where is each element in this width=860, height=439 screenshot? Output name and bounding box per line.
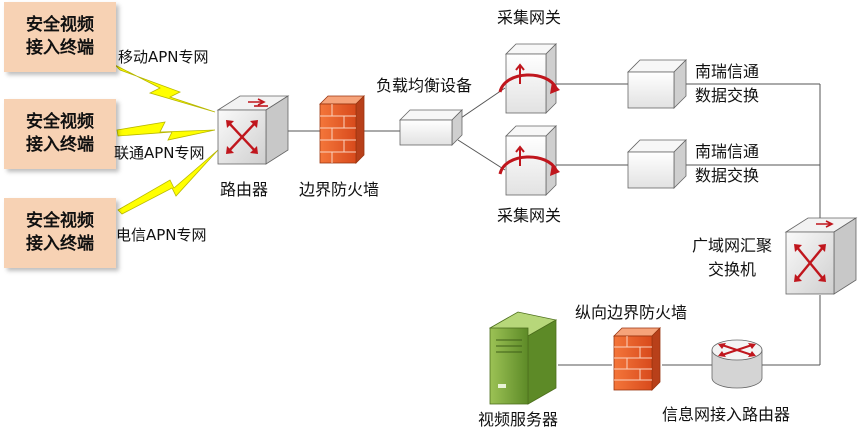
firewall-icon bbox=[319, 95, 365, 164]
vertical-firewall-label: 纵向边界防火墙 bbox=[575, 303, 688, 322]
lightning-bolt-icon bbox=[114, 64, 216, 113]
lightning-bolt-icon bbox=[117, 149, 219, 215]
data-exchange-bottom-label-line1: 南瑞信通 bbox=[695, 142, 760, 161]
gateway-top-label: 采集网关 bbox=[497, 8, 562, 27]
firewall-label: 边界防火墙 bbox=[299, 180, 380, 199]
terminal-label-line1: 安全视频 bbox=[26, 15, 94, 35]
access-router-icon bbox=[711, 339, 763, 389]
terminal-label-line2: 接入终端 bbox=[26, 38, 94, 58]
terminal-label-line2: 接入终端 bbox=[26, 234, 94, 254]
data-exchange-top-label-line1: 南瑞信通 bbox=[695, 62, 760, 81]
lightning-bolt-icon bbox=[116, 121, 216, 141]
apn-mobile-label: 移动APN专网 bbox=[118, 48, 209, 66]
switch-icon bbox=[784, 217, 858, 295]
data-exchange-top-label-line2: 数据交换 bbox=[695, 86, 760, 105]
apn-telecom-label: 电信APN专网 bbox=[116, 226, 207, 244]
terminal-label-line1: 安全视频 bbox=[26, 211, 94, 231]
video-terminal-2: 安全视频 接入终端 bbox=[4, 99, 116, 169]
data-exchange-bottom-label-line2: 数据交换 bbox=[695, 166, 760, 185]
video-terminal-3: 安全视频 接入终端 bbox=[4, 198, 116, 268]
wan-switch-label-line1: 广域网汇聚 bbox=[692, 236, 773, 255]
gateway-icon bbox=[498, 43, 560, 114]
terminal-label-line1: 安全视频 bbox=[26, 112, 94, 132]
load-balancer-icon bbox=[399, 109, 463, 146]
wan-switch-label-line2: 交换机 bbox=[708, 260, 757, 279]
data-exchange-icon bbox=[627, 139, 687, 189]
gateway-bottom-label: 采集网关 bbox=[497, 206, 562, 225]
router-icon bbox=[216, 95, 290, 165]
connection-lines bbox=[286, 83, 821, 366]
video-server-icon bbox=[488, 311, 558, 405]
video-server-label: 视频服务器 bbox=[478, 410, 559, 429]
data-exchange-icon bbox=[627, 59, 687, 109]
apn-unicom-label: 联通APN专网 bbox=[114, 144, 205, 162]
load-balancer-label: 负载均衡设备 bbox=[376, 76, 473, 95]
terminal-label-line2: 接入终端 bbox=[26, 135, 94, 155]
firewall-icon bbox=[613, 327, 661, 391]
router-label: 路由器 bbox=[220, 180, 269, 199]
info-router-label: 信息网接入路由器 bbox=[662, 405, 791, 424]
gateway-icon bbox=[498, 125, 560, 196]
video-terminal-1: 安全视频 接入终端 bbox=[4, 2, 116, 72]
